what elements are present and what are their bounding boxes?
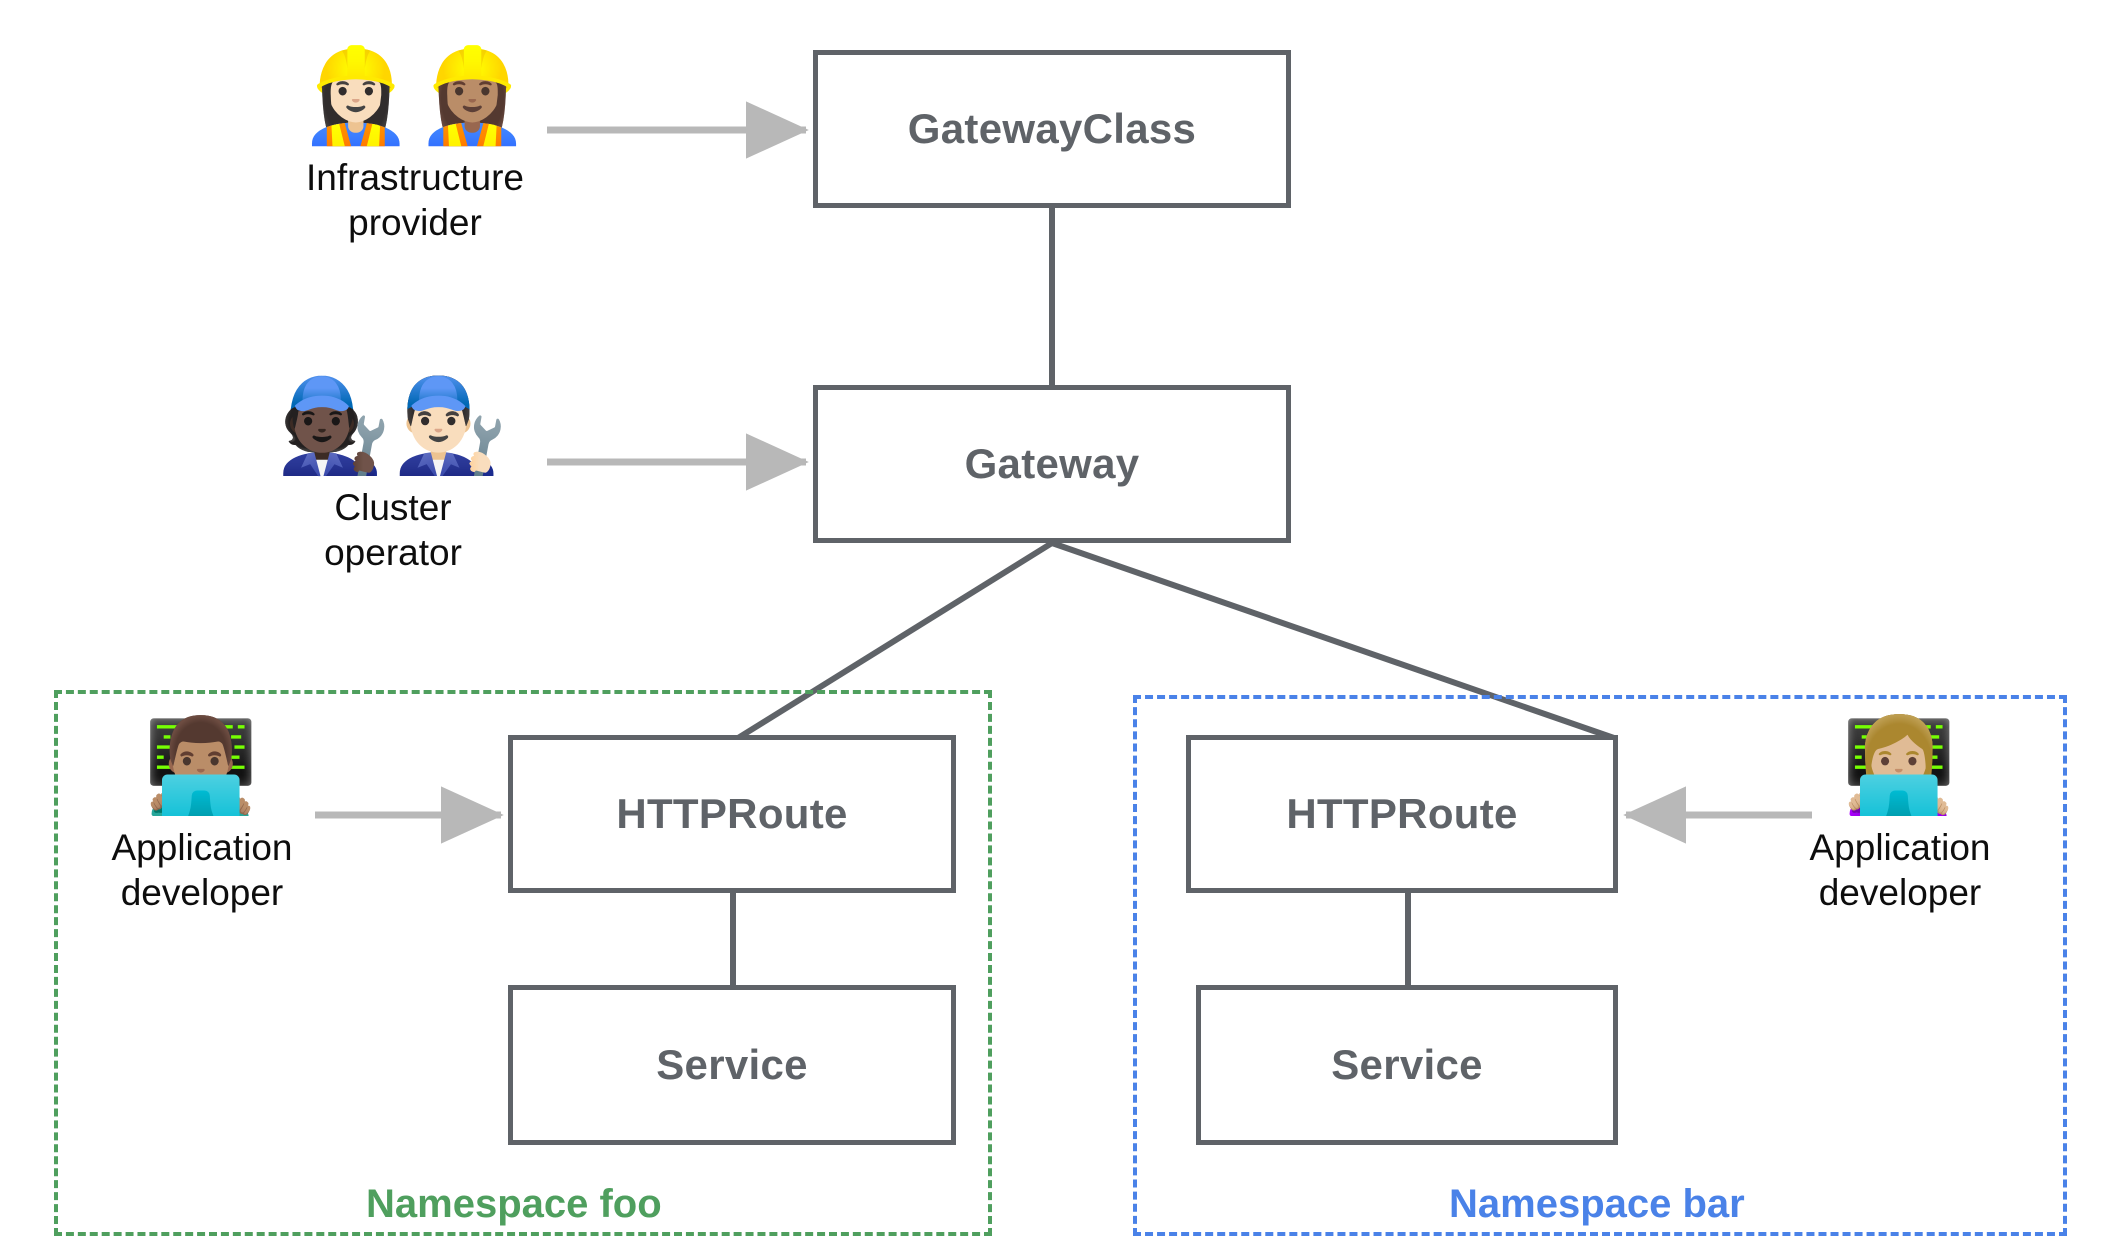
actor-caption-line2: operator (324, 531, 462, 573)
actor-caption-application-developer-bar: Application developer (1809, 825, 1990, 915)
namespace-label-bar: Namespace bar (1449, 1182, 1745, 1226)
actor-caption-line1: Application (1809, 826, 1991, 868)
actor-caption-line1: Infrastructure (306, 156, 524, 198)
actor-infrastructure-provider: 👷🏻‍♀️👷🏽‍♀️ Infrastructure provider (255, 42, 575, 245)
actor-application-developer-foo: 👨🏽‍💻 Application developer (62, 712, 342, 915)
namespace-label-foo: Namespace foo (366, 1182, 662, 1226)
actor-cluster-operator: 🧑🏿‍🔧👨🏻‍🔧 Cluster operator (233, 372, 553, 575)
actor-caption-line2: developer (1818, 871, 1982, 913)
namespace-container-bar (1133, 695, 2067, 1236)
actor-caption-application-developer-foo: Application developer (111, 825, 292, 915)
actor-caption-infrastructure-provider: Infrastructure provider (306, 155, 524, 245)
resource-label-service-bar: Service (1331, 1041, 1483, 1088)
resource-box-service-foo[interactable]: Service (508, 985, 956, 1145)
resource-box-gateway[interactable]: Gateway (813, 385, 1291, 543)
actor-caption-line1: Cluster (334, 486, 452, 528)
resource-label-gateway: Gateway (964, 440, 1140, 487)
namespace-container-foo (54, 690, 992, 1236)
woman-technologist-icon: 👩🏼‍💻 (1841, 712, 1959, 819)
resource-label-service-foo: Service (656, 1041, 808, 1088)
actor-caption-line2: developer (120, 871, 284, 913)
resource-label-httproute-foo: HTTPRoute (616, 790, 848, 837)
actor-caption-line2: provider (348, 201, 482, 243)
resource-box-httproute-bar[interactable]: HTTPRoute (1186, 735, 1618, 893)
resource-box-gatewayclass[interactable]: GatewayClass (813, 50, 1291, 208)
actor-caption-line1: Application (111, 826, 293, 868)
resource-box-service-bar[interactable]: Service (1196, 985, 1618, 1145)
resource-label-gatewayclass: GatewayClass (907, 105, 1197, 152)
construction-worker-women-icon: 👷🏻‍♀️👷🏽‍♀️ (298, 42, 532, 149)
resource-label-httproute-bar: HTTPRoute (1286, 790, 1518, 837)
mechanic-people-icon: 🧑🏿‍🔧👨🏻‍🔧 (276, 372, 510, 479)
actor-caption-cluster-operator: Cluster operator (324, 485, 462, 575)
man-technologist-icon: 👨🏽‍💻 (143, 712, 261, 819)
actor-application-developer-bar: 👩🏼‍💻 Application developer (1760, 712, 2040, 915)
resource-box-httproute-foo[interactable]: HTTPRoute (508, 735, 956, 893)
